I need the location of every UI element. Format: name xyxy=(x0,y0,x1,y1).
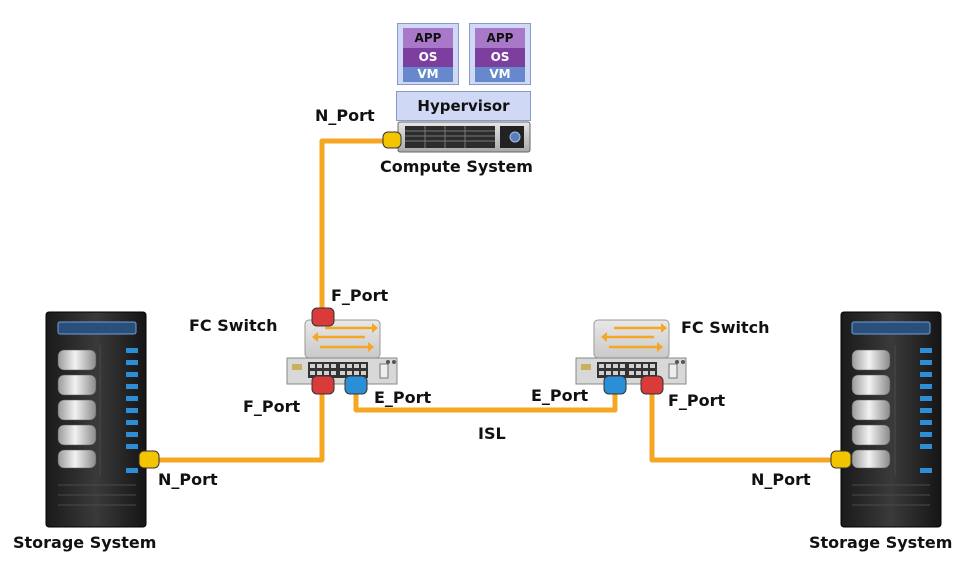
f-port-switch-right-label: F_Port xyxy=(668,391,726,410)
vm-app-label: APP xyxy=(475,28,525,48)
n-port-compute xyxy=(382,131,402,149)
isl-cable xyxy=(353,393,618,413)
hypervisor-bar: Hypervisor xyxy=(396,91,531,121)
vm-box-1: APP OS VM xyxy=(397,23,459,85)
storage-system-right-label: Storage System xyxy=(809,533,953,552)
f-port-switch-right xyxy=(640,375,664,395)
n-port-storage-left-label: N_Port xyxy=(158,470,218,489)
vm-label: VM xyxy=(475,67,525,82)
vm-os-label: OS xyxy=(475,48,525,67)
n-port-compute-label: N_Port xyxy=(315,106,375,125)
n-port-storage-right xyxy=(830,450,852,469)
vm-box-2: APP OS VM xyxy=(469,23,531,85)
e-port-switch-left-label: E_Port xyxy=(374,388,432,407)
switch-arrows-icon xyxy=(601,323,667,352)
fc-switch-right-label: FC Switch xyxy=(681,318,770,337)
storage-rack-right xyxy=(840,311,942,528)
isl-label: ISL xyxy=(478,424,506,443)
f-port-switch-left-bottom xyxy=(311,375,335,395)
e-port-switch-right-label: E_Port xyxy=(531,386,589,405)
f-port-switch-left-top xyxy=(311,307,335,327)
n-port-storage-right-label: N_Port xyxy=(751,470,811,489)
e-port-switch-left xyxy=(344,375,368,395)
vm-os-label: OS xyxy=(403,48,453,67)
cable-storage1-to-switch1 xyxy=(150,384,325,463)
vm-label: VM xyxy=(403,67,453,82)
switch-arrows-icon xyxy=(312,323,378,352)
ports xyxy=(138,131,852,469)
fc-switch-right xyxy=(575,319,687,385)
storage-system-left-label: Storage System xyxy=(13,533,157,552)
vm-app-label: APP xyxy=(403,28,453,48)
storage-rack-left xyxy=(45,311,147,528)
n-port-storage-left xyxy=(138,450,160,469)
fc-switch-left xyxy=(286,319,398,385)
f-port-switch-left-top-label: F_Port xyxy=(331,286,389,305)
compute-system-label: Compute System xyxy=(380,157,533,176)
fc-switch-left-label: FC Switch xyxy=(189,316,278,335)
cable-switch2-to-storage2 xyxy=(649,386,840,463)
f-port-switch-left-bottom-label: F_Port xyxy=(243,397,301,416)
cable-compute-to-switch1 xyxy=(319,138,392,316)
power-button-icon xyxy=(509,131,521,143)
compute-server-chassis xyxy=(397,121,531,153)
cables xyxy=(150,138,840,463)
e-port-switch-right xyxy=(603,375,627,395)
